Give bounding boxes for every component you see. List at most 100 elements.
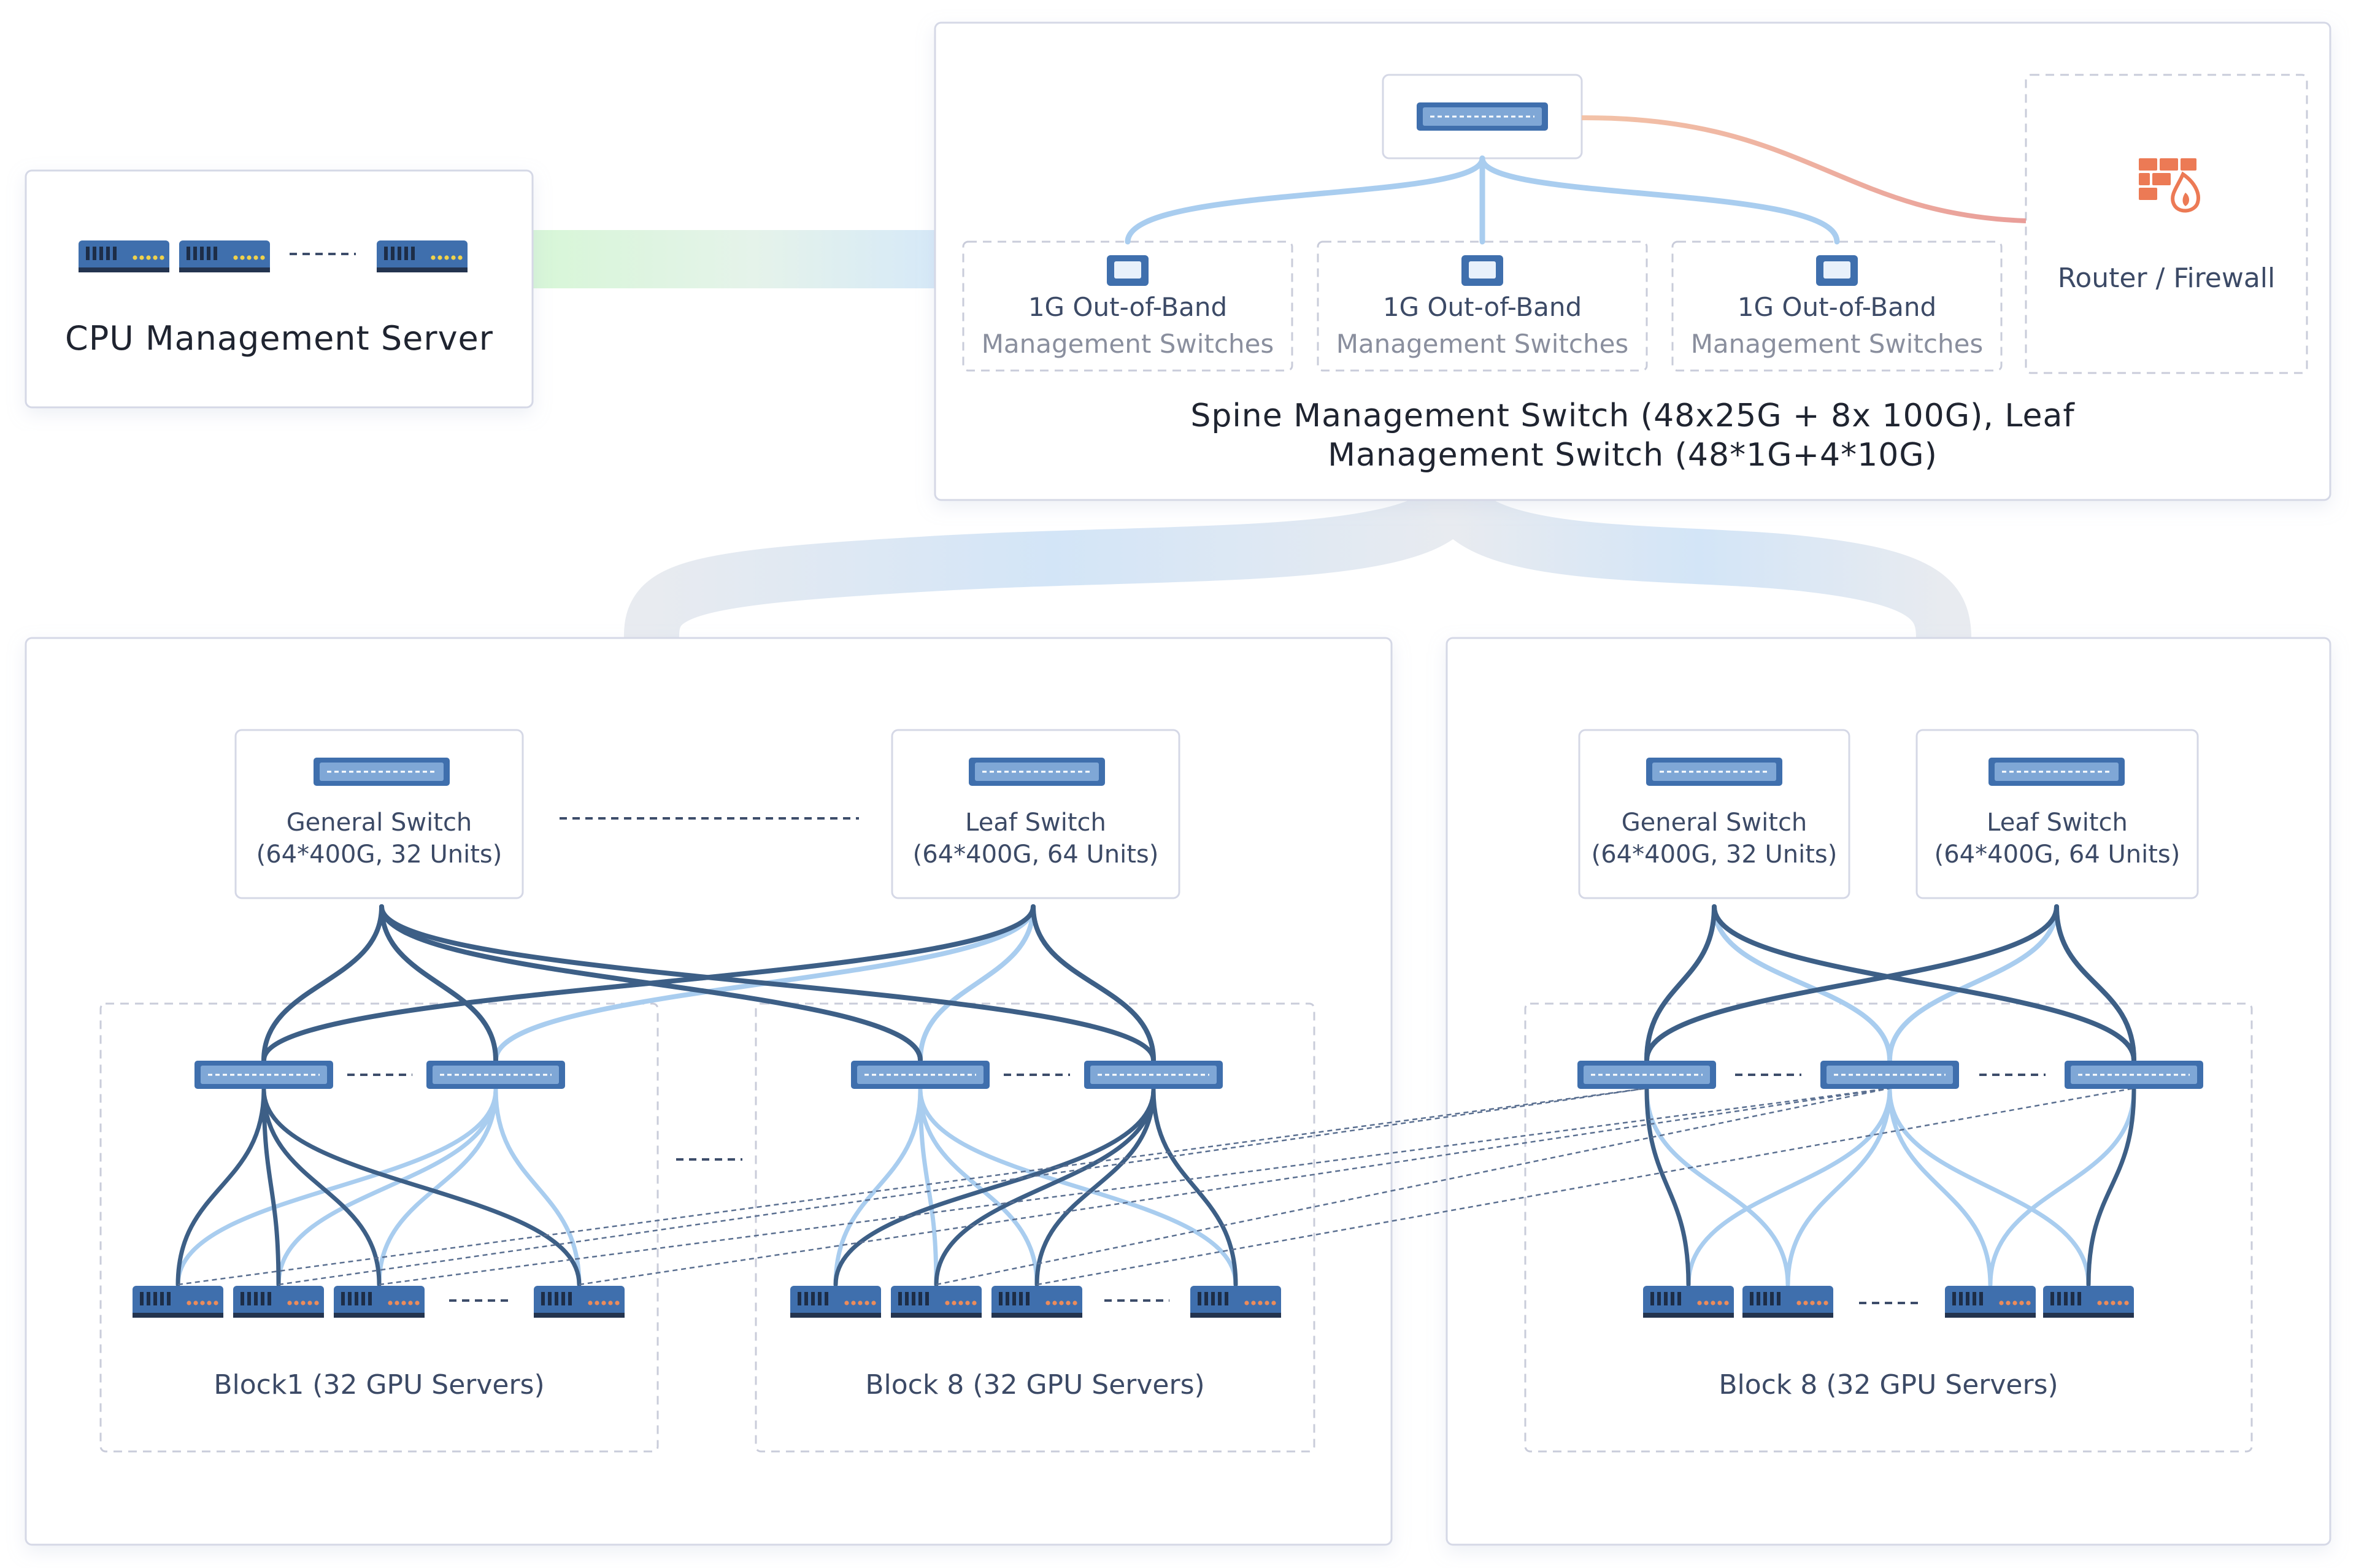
general-switch-right-line2: (64*400G, 32 Units) — [1591, 840, 1838, 869]
oob-switch-box-1 — [962, 240, 1293, 372]
oob-subtitle-1: Management Switches — [981, 329, 1274, 359]
oob-monitor-icon-2 — [1461, 255, 1503, 286]
block-switch-left-icon-3 — [851, 1061, 990, 1089]
general-right-to-block-switch-2 — [1712, 904, 1892, 1063]
general-right-to-block-switch-dark-1 — [1644, 904, 1717, 1063]
management-to-pods-link — [623, 485, 1480, 639]
block1-switch2-to-server-1 — [175, 1087, 498, 1287]
block8-left-switch2-to-server-3 — [1034, 1087, 1156, 1287]
oob-subtitle-3: Management Switches — [1690, 329, 1984, 359]
firewall-icon — [2139, 158, 2200, 213]
block8-left-switch1-to-server-2 — [918, 1087, 939, 1287]
block-8-label-right: Block 8 (32 GPU Servers) — [1719, 1369, 2058, 1401]
block8-right-server-icon-3 — [1945, 1286, 2036, 1318]
router-firewall-box — [2025, 74, 2308, 374]
block1-server-icon-2 — [233, 1286, 324, 1318]
general-left-to-block-switch-dark-4 — [379, 904, 1156, 1063]
spine-management-switch-icon — [1417, 102, 1548, 131]
router-firewall-label: Router / Firewall — [2057, 263, 2276, 294]
cpu-to-management-link — [531, 230, 936, 288]
block8-right-server-icon-1 — [1643, 1286, 1734, 1318]
block8-right-sw2-srv4 — [1887, 1087, 2091, 1287]
block8-left-switch1-to-server-3 — [918, 1087, 1039, 1287]
block-1-box — [99, 1002, 659, 1453]
block8-left-switch2-to-server-1 — [833, 1087, 1156, 1287]
general-switch-left-line1: General Switch — [286, 809, 472, 837]
cross-pod-dashed-link-4 — [579, 1087, 1890, 1286]
block8-right-sw3-srv3 — [1988, 1087, 2136, 1287]
oob-monitor-icon-3 — [1816, 255, 1858, 286]
block-switch-right-icon-3 — [2065, 1061, 2203, 1089]
leaf-left-to-block-switch-dark-4 — [1031, 904, 1156, 1063]
leaf-left-to-block-switch-3 — [918, 904, 1036, 1063]
general-left-to-block-switch-dark-2 — [379, 904, 498, 1063]
management-caption-line-2: Management Switch (48*1G+4*10G) — [1328, 437, 1938, 474]
general-switch-left-line2: (64*400G, 32 Units) — [256, 840, 502, 869]
block8-left-server-icon-2 — [891, 1286, 982, 1318]
oob-title-3: 1G Out-of-Band — [1737, 292, 1937, 322]
block-8-box-right — [1524, 1002, 2253, 1453]
leaf-right-to-block-switch-dark-3 — [2054, 904, 2136, 1063]
block-1-label: Block1 (32 GPU Servers) — [214, 1369, 545, 1401]
general-switch-card-left — [234, 729, 524, 899]
spine-to-router-link — [1581, 115, 2027, 223]
block1-switch1-to-server-3 — [261, 1087, 382, 1287]
block1-server-icon-3 — [334, 1286, 425, 1318]
general-switch-right-line1: General Switch — [1621, 809, 1807, 837]
block-switch-left-icon-2 — [426, 1061, 565, 1089]
block8-left-server-icon-4 — [1190, 1286, 1281, 1318]
block8-right-sw1-srv1 — [1644, 1087, 1691, 1287]
leaf-switch-right-line2: (64*400G, 64 Units) — [1934, 840, 2181, 869]
block8-right-sw2-srv3 — [1887, 1087, 1993, 1287]
block-8-label-left: Block 8 (32 GPU Servers) — [865, 1369, 1205, 1401]
block8-left-server-icon-3 — [991, 1286, 1082, 1318]
leaf-switch-card-right — [1915, 729, 2199, 899]
block1-switch1-to-server-1 — [175, 1087, 266, 1287]
cpu-server-icon-2 — [179, 240, 270, 272]
cross-pod-dashed-link-6 — [936, 1087, 1890, 1286]
oob-title-2: 1G Out-of-Band — [1382, 292, 1582, 322]
block-switch-left-icon-1 — [194, 1061, 333, 1089]
oob-switch-box-2 — [1317, 240, 1648, 372]
leaf-switch-right-line1: Leaf Switch — [1987, 809, 2128, 837]
block-switch-right-icon-1 — [1577, 1061, 1716, 1089]
oob-title-1: 1G Out-of-Band — [1028, 292, 1228, 322]
block8-right-sw2-srv1 — [1686, 1087, 1892, 1287]
block1-switch2-to-server-2 — [276, 1087, 498, 1287]
general-right-to-block-switch-dark-3 — [1712, 904, 2136, 1063]
block8-left-server-icon-1 — [790, 1286, 881, 1318]
block1-switch2-to-server-3 — [377, 1087, 498, 1287]
spine-to-oob-link-1 — [1125, 155, 1485, 245]
pod-left-panel — [25, 637, 1393, 1546]
leaf-right-to-block-switch-2 — [1887, 904, 2059, 1063]
block1-switch1-to-server-2 — [261, 1087, 281, 1287]
block1-server-icon-4 — [534, 1286, 625, 1318]
leaf-switch-card-left — [891, 729, 1180, 899]
general-left-to-block-switch-dark-1 — [261, 904, 384, 1063]
block8-right-server-icon-2 — [1742, 1286, 1833, 1318]
general-switch-left-icon — [314, 758, 450, 786]
block8-left-switch1-to-server-4 — [918, 1087, 1238, 1287]
block1-switch2-to-server-4 — [493, 1087, 582, 1287]
cpu-server-icon-3 — [377, 240, 468, 272]
block8-left-switch1-to-server-1 — [833, 1087, 923, 1287]
cpu-server-icon-1 — [79, 240, 169, 272]
block8-right-sw1-srv2 — [1644, 1087, 1790, 1287]
leaf-switch-left-icon — [969, 758, 1105, 786]
management-to-pods-link-right — [1428, 485, 1971, 639]
block8-right-sw2-srv2 — [1785, 1087, 1892, 1287]
cross-pod-dashed-link-2 — [278, 1087, 1647, 1286]
block-switch-right-icon-2 — [1820, 1061, 1959, 1089]
spine-to-oob-link-3 — [1479, 155, 1840, 245]
block8-right-server-icon-4 — [2043, 1286, 2134, 1318]
cross-pod-dashed-link-3 — [379, 1087, 1890, 1286]
block8-left-switch2-to-server-2 — [934, 1087, 1156, 1287]
cross-pod-dashed-link-1 — [177, 1087, 1647, 1286]
block-switch-left-icon-4 — [1084, 1061, 1223, 1089]
oob-monitor-icon-1 — [1107, 255, 1149, 286]
leaf-switch-left-line1: Leaf Switch — [965, 809, 1106, 837]
general-switch-right-icon — [1646, 758, 1782, 786]
oob-switch-box-3 — [1671, 240, 2003, 372]
leaf-switch-right-icon — [1988, 758, 2125, 786]
